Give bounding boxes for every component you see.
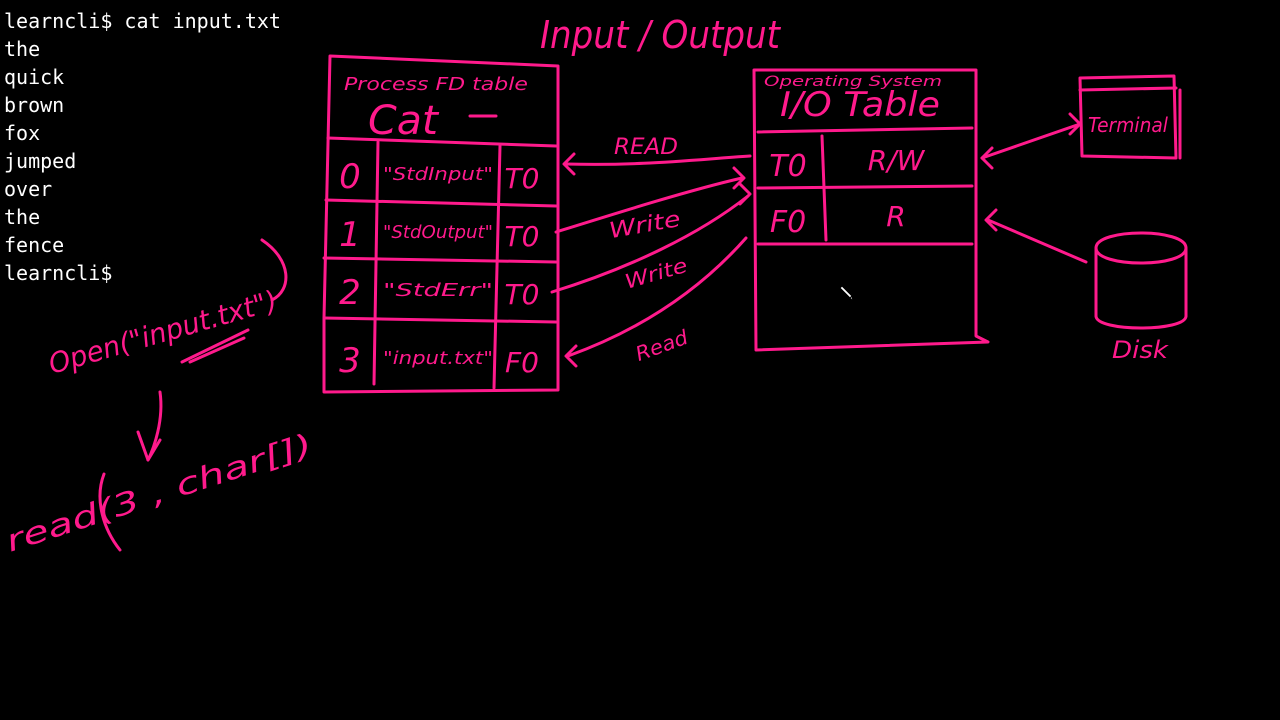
process-table-row-divider xyxy=(322,256,558,264)
terminal-label: Terminal xyxy=(1088,113,1168,137)
terminal-output-line: jumped xyxy=(4,149,77,173)
process-table-row-divider xyxy=(324,198,558,208)
write-arrow-1 xyxy=(554,176,744,234)
process-table-row-divider xyxy=(322,316,558,324)
fd-name: "StdOutput" xyxy=(383,222,493,243)
os-table-row-divider xyxy=(756,184,974,190)
os-table-label: Operating System xyxy=(764,74,942,90)
terminal-output-line: fox xyxy=(4,121,41,145)
process-name: Cat xyxy=(368,98,439,144)
os-table-col-divider xyxy=(820,134,828,242)
io-ref: F0 xyxy=(770,205,806,240)
terminal-link-head-left xyxy=(980,146,994,170)
terminal-output-line: over xyxy=(4,177,53,201)
fd-ref: T0 xyxy=(505,220,540,253)
disk-label: Disk xyxy=(1112,336,1169,364)
pencil-cursor-icon xyxy=(839,286,854,302)
process-table-col-divider xyxy=(492,144,502,390)
os-table-header-divider xyxy=(756,126,974,134)
read-top-label: READ xyxy=(614,135,678,160)
terminal-output-line: fence xyxy=(4,233,65,257)
terminal-link-head-right xyxy=(1068,112,1082,136)
write-arrow-2 xyxy=(550,194,750,294)
os-table-border xyxy=(752,68,990,352)
write-arrow-1-head xyxy=(732,166,746,190)
write-2-label: Write xyxy=(622,253,690,294)
fd-number: 0 xyxy=(339,157,361,197)
read-arrow-bottom xyxy=(566,236,748,358)
read-arrow-top-head xyxy=(562,152,576,176)
fd-ref: T0 xyxy=(505,278,540,311)
disk-link-arrow xyxy=(986,218,1088,264)
fd-name: "StdInput" xyxy=(383,164,493,185)
process-table-col-divider xyxy=(372,140,380,386)
terminal-output-line: quick xyxy=(4,65,65,89)
terminal-output: learncli$ cat input.txt the quick brown fox j… xyxy=(4,7,281,287)
read-call-paren xyxy=(98,472,122,552)
disk-top xyxy=(1094,231,1188,265)
process-table-header-divider xyxy=(326,136,558,148)
diagram-title: Input / Output xyxy=(540,13,782,57)
fd-number: 3 xyxy=(339,341,361,381)
process-table-border xyxy=(322,54,560,394)
terminal-prompt: learncli$ xyxy=(4,261,113,285)
call-flow-arrow-head xyxy=(136,430,162,462)
terminal-output-line: the xyxy=(4,205,41,229)
fd-ref: F0 xyxy=(505,346,539,379)
write-arrow-2-head xyxy=(738,182,752,206)
fd-name: "StdErr" xyxy=(383,280,493,301)
disk-link-head xyxy=(984,208,998,232)
open-call-underline xyxy=(188,336,246,364)
terminal-box-top-line xyxy=(1078,86,1178,92)
terminal-box xyxy=(1078,74,1178,160)
fd-ref: T0 xyxy=(505,162,540,195)
io-mode: R/W xyxy=(868,144,926,177)
terminal-output-line: brown xyxy=(4,93,65,117)
read-arrow-top xyxy=(564,154,752,166)
disk-bottom xyxy=(1094,314,1188,330)
read-bottom-label: Read xyxy=(632,325,691,366)
io-table-title: I/O Table xyxy=(780,85,940,125)
fd-name: "input.txt" xyxy=(383,348,493,369)
terminal-output-line: the xyxy=(4,37,41,61)
terminal-link-arrow xyxy=(980,122,1082,160)
fd-number: 2 xyxy=(339,273,361,313)
open-call-underline xyxy=(180,328,250,364)
read-call-note: read(3 , char[]) xyxy=(2,427,317,559)
open-call-paren xyxy=(260,238,288,302)
fd-number: 1 xyxy=(339,215,361,255)
io-ref: T0 xyxy=(769,149,806,184)
read-arrow-bottom-head xyxy=(564,344,578,368)
terminal-command-line: learncli$ cat input.txt xyxy=(4,9,281,33)
process-table-label: Process FD table xyxy=(344,74,528,95)
io-mode: R xyxy=(886,200,905,233)
